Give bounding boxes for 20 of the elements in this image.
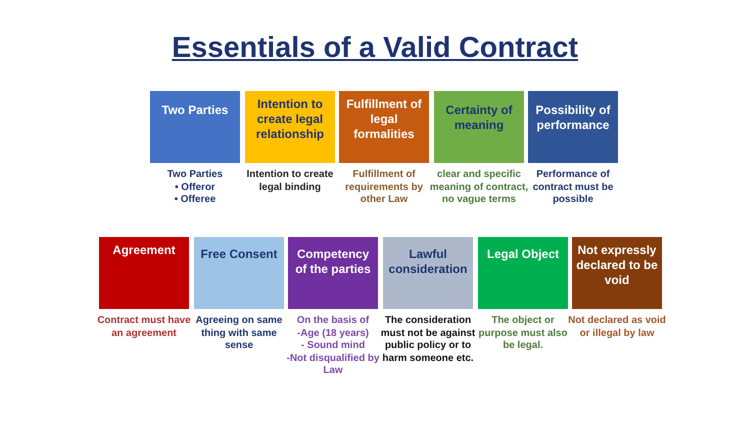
category-tile: Fulfillment of legal formalities	[339, 91, 429, 163]
category-tile: Possibility of performance	[528, 91, 618, 163]
category-tile: Certainty of meaning	[434, 91, 524, 163]
description-text: Contract must have an agreement	[96, 315, 192, 340]
description-text: Two Parties • Offeror • Offeree	[166, 169, 224, 206]
category-tile: Not expressly declared to be void	[572, 237, 662, 309]
description-text: Intention to create legal binding	[246, 169, 334, 194]
description-text: Not declared as void or illegal by law	[567, 315, 667, 340]
category-tile: Legal Object	[478, 237, 568, 309]
category-tile: Free Consent	[194, 237, 284, 309]
category-tile: Lawful consideration	[383, 237, 473, 309]
title: Essentials of a Valid Contract	[170, 32, 580, 65]
category-tile: Agreement	[99, 237, 189, 309]
category-tile: Competency of the parties	[288, 237, 378, 309]
category-tile: Intention to create legal relationship	[245, 91, 335, 163]
description-text: The consideration must not be against public policy or to harm someone etc.	[380, 315, 476, 365]
description-text: On the basis of -Age (18 years) - Sound mind -Not disqualified by Law	[286, 315, 380, 378]
description-text: Agreeing on same thing with same sense	[194, 315, 284, 352]
description-text: clear and specific meaning of contract, no vague terms	[429, 169, 529, 206]
category-tile: Two Parties	[150, 91, 240, 163]
